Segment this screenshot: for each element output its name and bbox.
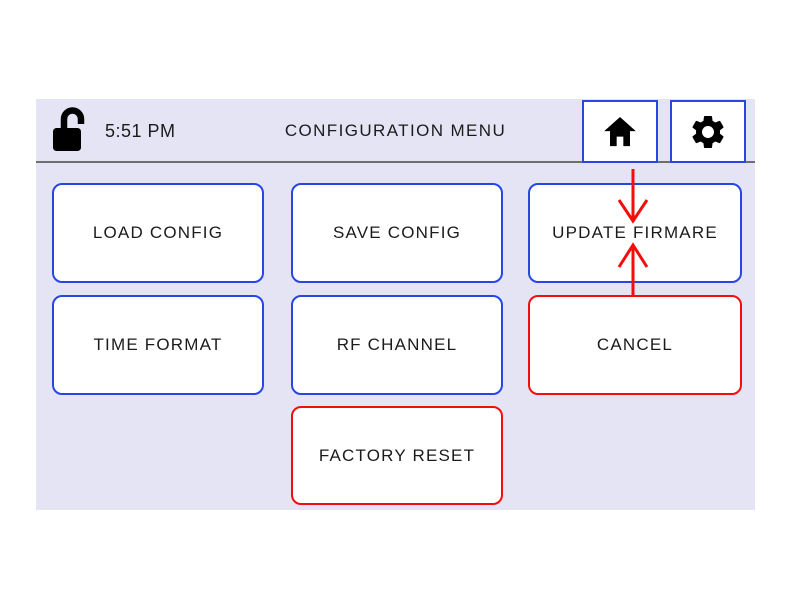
config-panel: 5:51 PM CONFIGURATION MENU LOAD CONFIG S… — [36, 99, 755, 510]
unlock-icon — [52, 107, 88, 154]
header-divider — [36, 161, 755, 163]
settings-button[interactable] — [670, 100, 746, 163]
rf-channel-button[interactable]: RF CHANNEL — [291, 295, 503, 395]
home-button[interactable] — [582, 100, 658, 163]
save-config-button[interactable]: SAVE CONFIG — [291, 183, 503, 283]
home-icon — [600, 112, 640, 152]
load-config-button[interactable]: LOAD CONFIG — [52, 183, 264, 283]
cancel-button[interactable]: CANCEL — [528, 295, 742, 395]
page-title: CONFIGURATION MENU — [284, 121, 507, 140]
clock-time: 5:51 PM — [105, 120, 176, 141]
time-format-button[interactable]: TIME FORMAT — [52, 295, 264, 395]
update-firmware-button[interactable]: UPDATE FIRMARE — [528, 183, 742, 283]
gear-icon — [688, 112, 728, 152]
factory-reset-button[interactable]: FACTORY RESET — [291, 406, 503, 505]
